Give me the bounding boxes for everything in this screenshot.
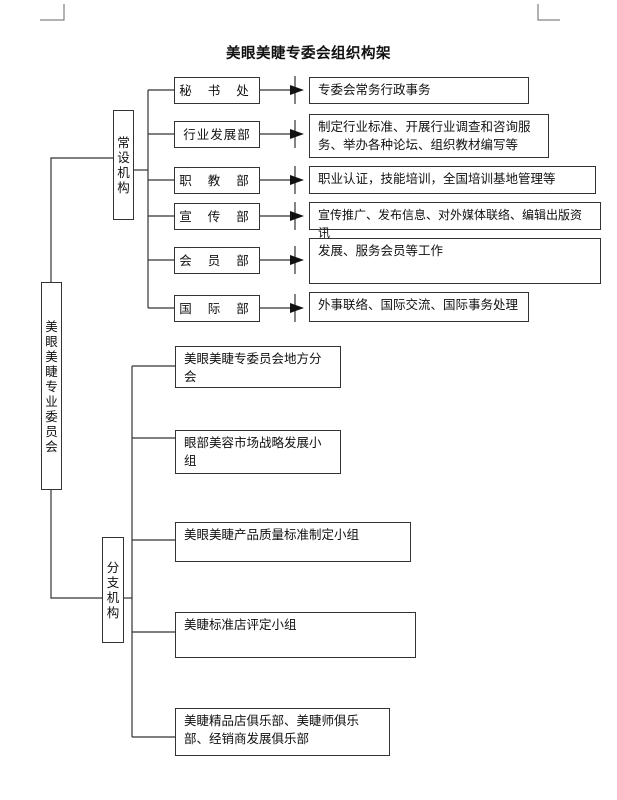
branch-local-chapter: 美眼美睫专委员会地方分会 (175, 346, 341, 388)
branch-label-char: 机 (106, 590, 120, 605)
branch-clubs: 美睫精品店俱乐部、美睫师俱乐部、经销商发展俱乐部 (175, 708, 390, 756)
dept-international: 国 际 部 (174, 295, 260, 322)
root-label-char: 美 (45, 348, 58, 364)
crop-mark-right (537, 4, 560, 21)
standing-label-char: 常 (117, 135, 130, 150)
root-label-char: 委 (45, 408, 58, 424)
dept-membership: 会 员 部 (174, 247, 260, 274)
root-label-char: 眼 (45, 333, 58, 349)
root-label-char: 美 (45, 318, 58, 334)
dept-vocational-education: 职 教 部 (174, 167, 260, 194)
standing-label-char: 设 (117, 150, 130, 165)
root-label-char: 员 (45, 423, 58, 439)
root-label-char: 专 (45, 378, 58, 394)
diagram-title: 美眼美睫专委会组织构架 (226, 46, 391, 62)
crop-mark-left (40, 4, 65, 21)
root-label-char: 业 (45, 393, 58, 409)
duty-international: 外事联络、国际交流、国际事务处理 (309, 292, 529, 322)
branch-organization-box: 分支机构 (102, 537, 124, 643)
duty-secretariat: 专委会常务行政事务 (309, 77, 529, 104)
dept-industry-development: 行业发展部 (174, 121, 260, 148)
standing-organization-box: 常设机构 (113, 110, 134, 220)
standing-label-char: 机 (117, 165, 130, 180)
duty-vocational-education: 职业认证，技能培训，全国培训基地管理等 (309, 166, 596, 194)
branch-quality-standard-group: 美眼美睫产品质量标准制定小组 (175, 522, 411, 562)
duty-publicity: 宣传推广、发布信息、对外媒体联络、编辑出版资讯 (309, 202, 601, 240)
root-committee-box: 美眼美睫专业委员会 (41, 282, 62, 490)
dept-secretariat: 秘 书 处 (174, 77, 260, 104)
duty-industry-development: 制定行业标准、开展行业调查和咨询服务、举办各种论坛、组织教材编写等 (309, 114, 549, 158)
branch-label-char: 构 (106, 605, 120, 620)
root-label-char: 会 (45, 438, 58, 454)
branch-label-char: 分 (106, 560, 120, 575)
branch-market-strategy-group: 眼部美容市场战略发展小组 (175, 430, 341, 474)
dept-publicity: 宣 传 部 (174, 203, 260, 230)
standing-label-char: 构 (117, 180, 130, 195)
duty-membership: 发展、服务会员等工作 (309, 238, 601, 284)
root-label-char: 睫 (45, 363, 58, 379)
branch-label-char: 支 (106, 575, 120, 590)
branch-store-rating-group: 美睫标准店评定小组 (175, 612, 416, 658)
